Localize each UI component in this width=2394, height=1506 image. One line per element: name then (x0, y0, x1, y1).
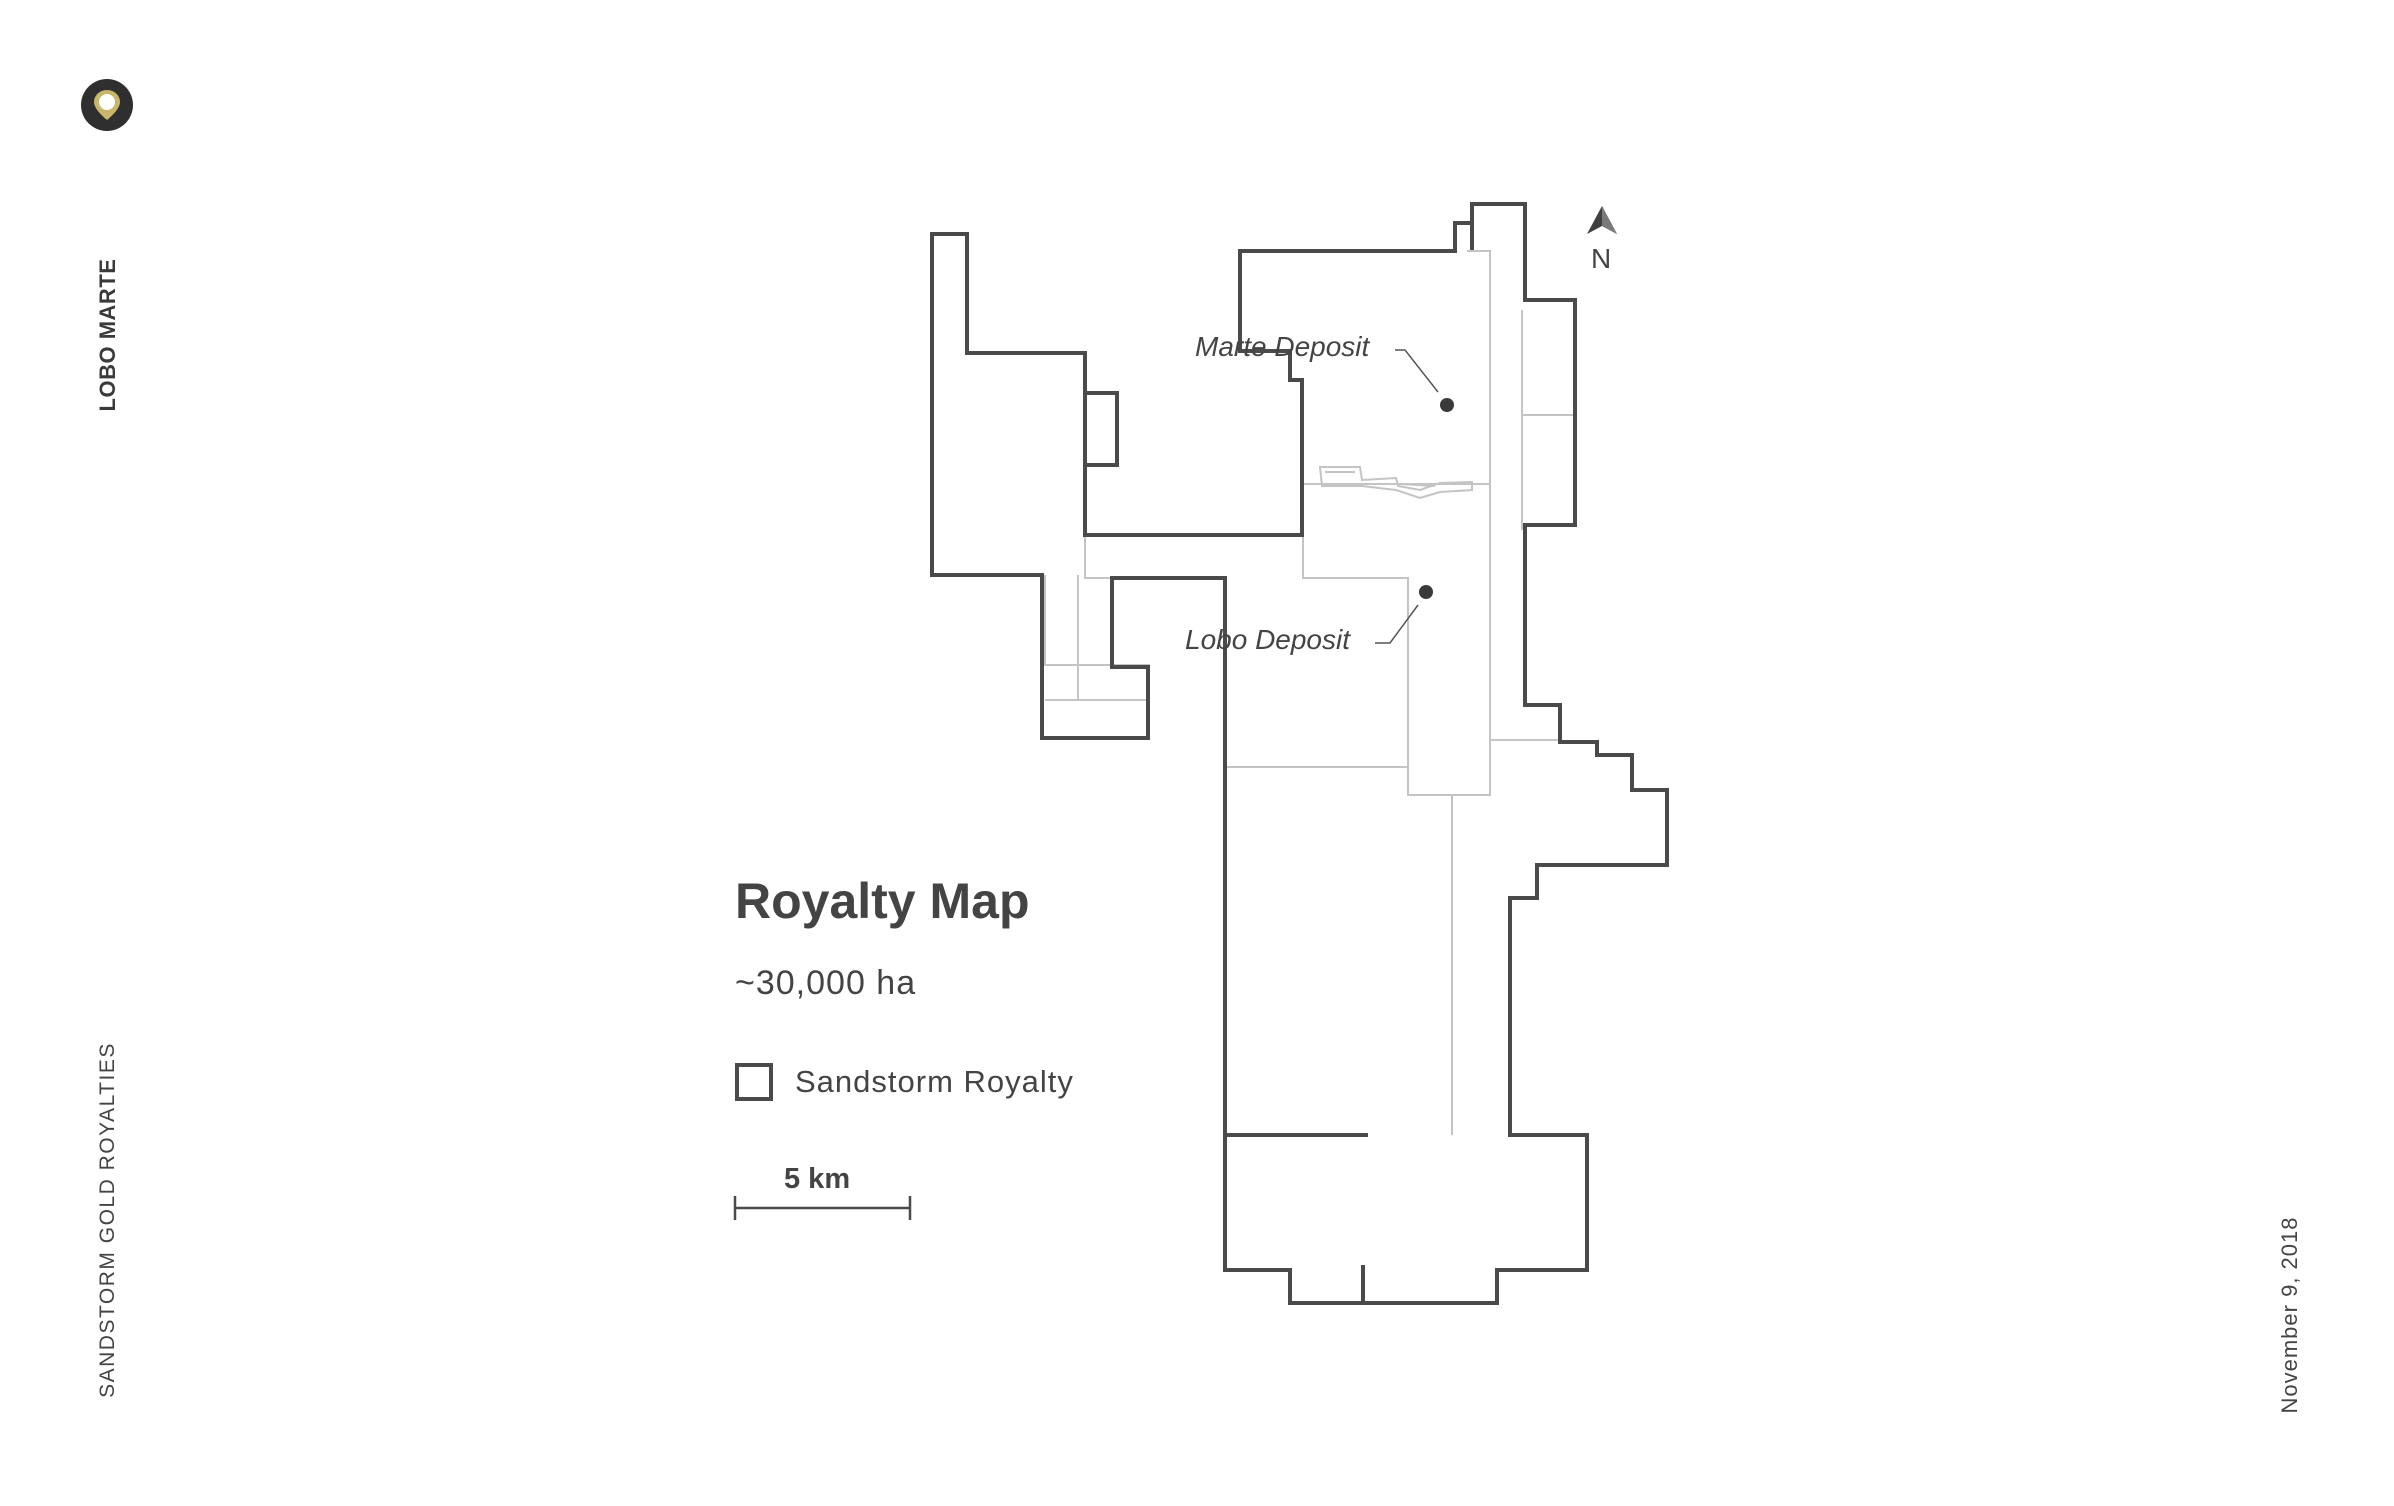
marte-deposit-marker (1440, 398, 1454, 412)
legend-label: Sandstorm Royalty (795, 1064, 1074, 1099)
marte-leader-line (1395, 349, 1439, 393)
legend-swatch (735, 1063, 773, 1101)
logo (80, 78, 134, 132)
legend: Sandstorm Royalty (735, 1063, 1074, 1101)
north-label: N (1591, 243, 1612, 274)
scale-label: 5 km (784, 1163, 851, 1195)
marte-deposit-label: Marte Deposit (1195, 331, 1370, 362)
internal-claim-lines (1044, 250, 1573, 1135)
lobo-leader-line (1375, 604, 1419, 644)
lobo-deposit-marker (1419, 585, 1433, 599)
map-pin-logo-icon (81, 79, 133, 131)
map-area: ~30,000 ha (735, 964, 917, 1002)
lobo-deposit-label: Lobo Deposit (1185, 624, 1351, 655)
royalty-boundary (930, 202, 1669, 1305)
scale-bar (733, 1196, 912, 1220)
map-title: Royalty Map (735, 873, 1030, 929)
